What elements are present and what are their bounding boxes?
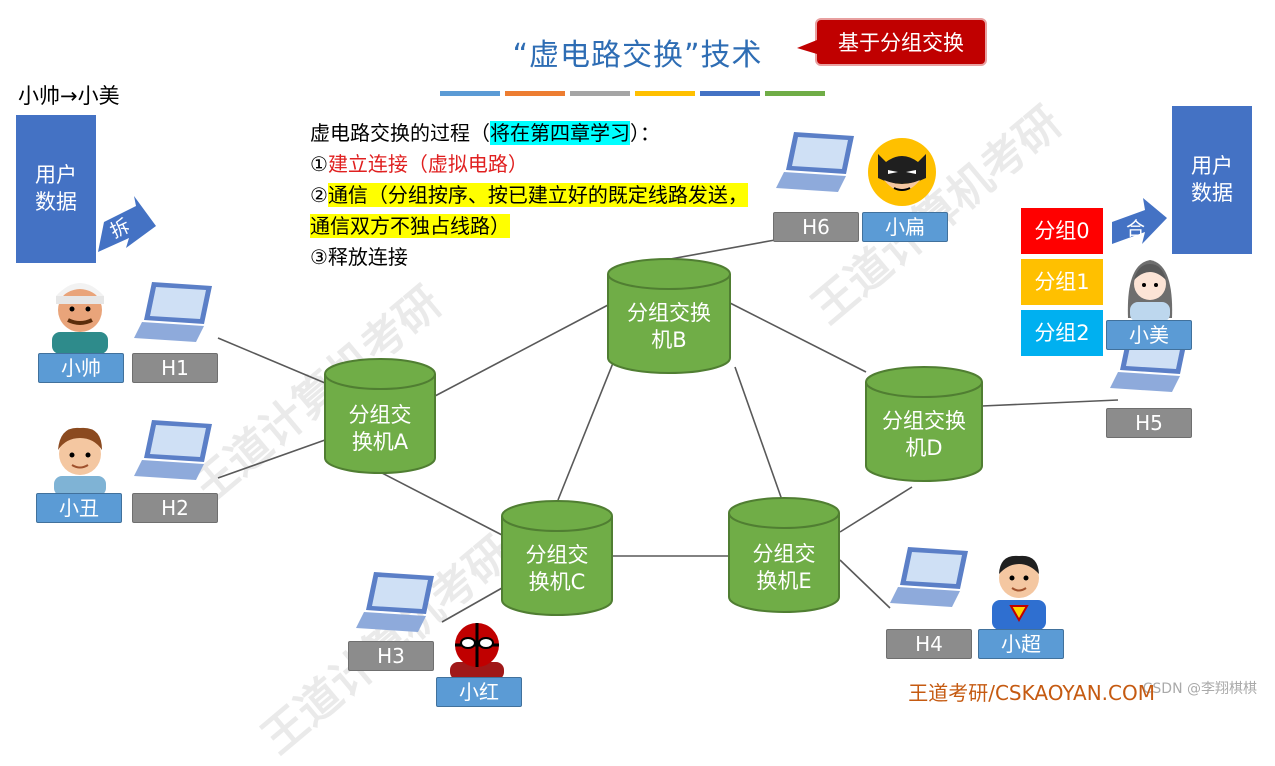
callout-packet-switching: 基于分组交换 [815, 18, 987, 66]
user-data-left-text: 用户 数据 [35, 163, 77, 214]
link-b-d [729, 302, 867, 373]
process-description: 虚电路交换的过程（将在第四章学习）： ①建立连接（虚拟电路） ②通信（分组按序、… [310, 118, 755, 273]
color-bar [505, 91, 565, 96]
laptop-icon [356, 572, 434, 632]
page-title: “虚电路交换”技术 [512, 38, 763, 73]
user-label-xiaochou: 小丑 [36, 493, 122, 523]
step-2-text: 通信（分组按序、按已建立好的既定线路发送，通信双方不独占线路） [310, 183, 748, 238]
switch-d-cylinder [865, 366, 983, 482]
switch-b-cylinder [607, 258, 731, 374]
switch-e: 分组交 换机E [728, 497, 840, 613]
step-1-number: ① [310, 152, 328, 176]
color-bar [765, 91, 825, 96]
step-2-number: ② [310, 183, 328, 207]
footer-brand: 王道考研/CSKAOYAN.COM [908, 681, 1155, 705]
user-label-xiaohong: 小红 [436, 677, 522, 707]
switch-b: 分组交换 机B [607, 258, 731, 374]
packet-0: 分组0 [1021, 208, 1103, 254]
color-bar [700, 91, 760, 96]
switch-b-label: 分组交换 机B [627, 301, 711, 352]
host-label-h4: H4 [886, 629, 972, 659]
avatar-xiaoshuai [52, 283, 108, 354]
network-links [98, 196, 1167, 623]
link-e-d [839, 486, 913, 533]
user-label-xiaochao: 小超 [978, 629, 1064, 659]
laptop-icon [134, 420, 212, 480]
host-label-h6: H6 [773, 212, 859, 242]
link-d-h5 [981, 399, 1119, 407]
avatar-xiaohong [450, 623, 504, 680]
switch-e-label: 分组交 换机E [752, 542, 816, 593]
split-arrow [98, 196, 156, 252]
footer-watermark: CSDN @李翔棋棋 [1142, 681, 1257, 697]
process-heading-highlight: 将在第四章学习 [490, 121, 630, 145]
avatar-xiaomei [1127, 260, 1173, 322]
laptop-icon [134, 282, 212, 342]
avatar-xiaobian [868, 138, 936, 206]
callout-pointer [797, 40, 817, 54]
switch-a-label: 分组交 换机A [348, 403, 412, 454]
host-label-h3: H3 [348, 641, 434, 671]
avatar-xiaochao [992, 555, 1046, 630]
switch-c: 分组交 换机C [501, 500, 613, 616]
process-step-3: ③释放连接 [310, 245, 408, 269]
link-b-c [557, 357, 616, 501]
avatar-xiaochou [54, 427, 106, 496]
switch-a-cylinder [324, 358, 436, 474]
color-bar [570, 91, 630, 96]
host-label-h2: H2 [132, 493, 218, 523]
host-label-h1: H1 [132, 353, 218, 383]
user-label-xiaoshuai: 小帅 [38, 353, 124, 383]
process-step-1: ①建立连接（虚拟电路） [310, 149, 755, 180]
user-data-right: 用户 数据 [1172, 106, 1252, 254]
user-data-right-text: 用户 数据 [1191, 154, 1233, 205]
link-b-e [734, 366, 783, 501]
step-1-text: 建立连接（虚拟电路） [327, 152, 528, 176]
link-h2-a [217, 439, 326, 479]
user-label-xiaomei: 小美 [1106, 320, 1192, 350]
laptop-icon [890, 547, 968, 607]
merge-label: 合 [1126, 218, 1146, 240]
color-bar [440, 91, 500, 96]
switch-d-label: 分组交换 机D [882, 409, 966, 460]
user-label-xiaobian: 小扁 [862, 212, 948, 242]
switch-d: 分组交换 机D [865, 366, 983, 482]
link-h3-c [441, 587, 503, 623]
packet-2: 分组2 [1021, 310, 1103, 356]
switch-e-cylinder [728, 497, 840, 613]
laptop-icon [776, 132, 854, 192]
color-bars [440, 91, 825, 96]
process-heading-post: ）： [630, 121, 660, 145]
link-e-h4 [839, 559, 891, 609]
process-heading: 虚电路交换的过程（将在第四章学习）： [310, 118, 755, 149]
switch-c-label: 分组交 换机C [525, 543, 589, 594]
host-label-h5: H5 [1106, 408, 1192, 438]
user-data-left: 用户 数据 [16, 115, 96, 263]
process-heading-pre: 虚电路交换的过程（ [310, 121, 490, 145]
merge-arrow [1112, 198, 1167, 244]
switch-c-cylinder [501, 500, 613, 616]
switch-a: 分组交 换机A [324, 358, 436, 474]
route-label: 小帅→小美 [18, 84, 120, 108]
link-a-b [434, 304, 609, 397]
packet-1: 分组1 [1021, 259, 1103, 305]
color-bar [635, 91, 695, 96]
link-a-c [379, 471, 503, 536]
link-h1-a [217, 337, 326, 384]
process-step-2: ②通信（分组按序、按已建立好的既定线路发送，通信双方不独占线路） [310, 180, 755, 242]
